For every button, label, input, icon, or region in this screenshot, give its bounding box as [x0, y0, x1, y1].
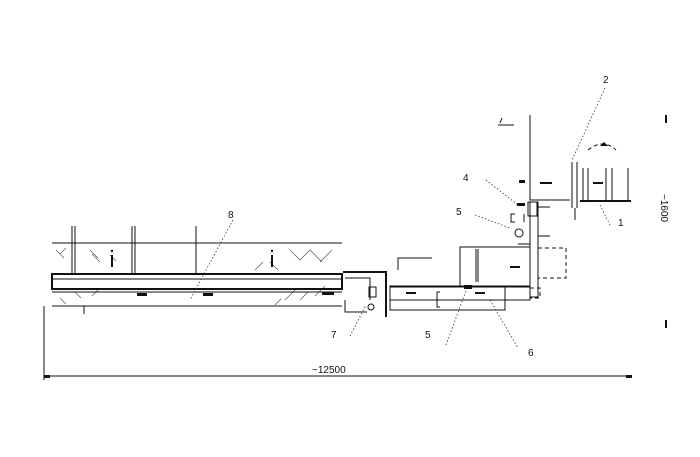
soil-section [52, 226, 342, 307]
conveyor-8 [51, 273, 343, 314]
label-1: 1 [618, 218, 624, 229]
part-labels: 8 2 1 4 5 5 6 7 [228, 75, 624, 359]
leader-lines [189, 87, 611, 349]
label-4: 4 [463, 173, 469, 184]
label-5-upper: 5 [456, 207, 462, 218]
dimension-height: ~1600 [658, 115, 669, 328]
height-dimension-text: ~1600 [658, 194, 669, 223]
label-7: 7 [331, 330, 337, 341]
label-5-lower: 5 [425, 330, 431, 341]
label-2: 2 [603, 75, 609, 86]
transfer-unit-7 [343, 271, 387, 317]
bin-1 [571, 142, 631, 220]
dimension-length: ~12500 [43, 306, 632, 380]
length-dimension-text: ~12500 [312, 365, 346, 376]
label-6: 6 [528, 348, 534, 359]
feeder-unit [459, 115, 570, 299]
label-8: 8 [228, 210, 234, 221]
